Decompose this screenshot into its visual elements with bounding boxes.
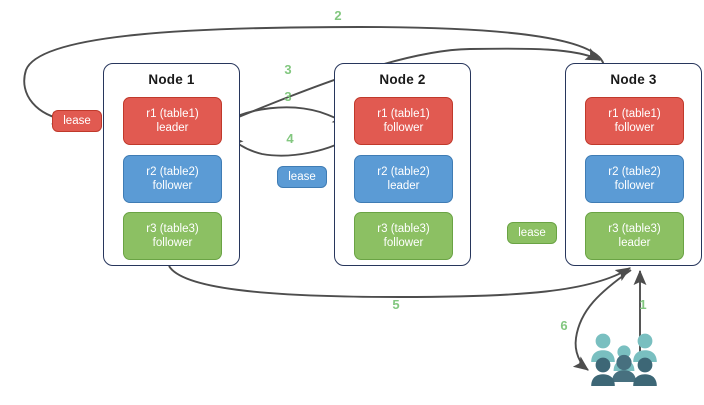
people-group-icon	[591, 333, 657, 386]
node-3-range-r1-role: follower	[614, 122, 655, 134]
node-1-title: Node 1	[148, 72, 195, 87]
node-1-range-r2-role: follower	[152, 180, 193, 192]
lease-badge-r2[interactable]: lease	[277, 166, 327, 188]
node-2-range-r2[interactable]: r2 (table2) leader	[354, 155, 453, 203]
edge-6	[572, 269, 632, 371]
node-1-range-r3-name: r3 (table3)	[146, 223, 199, 235]
step-label-6: 6	[560, 318, 568, 333]
node-2-range-r2-name: r2 (table2)	[377, 166, 430, 178]
lease-badge-r1[interactable]: lease	[52, 110, 102, 132]
node-3-range-r3-role: leader	[618, 237, 651, 249]
node-2-range-r1-role: follower	[383, 122, 424, 134]
node-1-range-r2-name: r2 (table2)	[146, 166, 199, 178]
node-2-title: Node 2	[379, 72, 426, 87]
node-1-range-r3-role: follower	[152, 237, 193, 249]
node-3-range-r1-name: r1 (table1)	[608, 108, 661, 120]
node-2-range-r1-name: r1 (table1)	[377, 108, 430, 120]
node-2-range-r3-name: r3 (table3)	[377, 223, 430, 235]
node-3-range-r3[interactable]: r3 (table3) leader	[585, 212, 684, 260]
step-label-2: 2	[334, 8, 342, 23]
step-label-1: 1	[639, 297, 647, 312]
node-3-title: Node 3	[610, 72, 657, 87]
node-3-range-r1[interactable]: r1 (table1) follower	[585, 97, 684, 145]
node-3-range-r2-name: r2 (table2)	[608, 166, 661, 178]
node-1-range-r2[interactable]: r2 (table2) follower	[123, 155, 222, 203]
node-3-range-r2[interactable]: r2 (table2) follower	[585, 155, 684, 203]
edge-5	[168, 265, 631, 298]
node-3-range-r2-role: follower	[614, 180, 655, 192]
node-1-range-r1[interactable]: r1 (table1) leader	[123, 97, 222, 145]
edge-2	[23, 26, 605, 125]
edge-3-upper	[218, 47, 602, 126]
node-2-range-r1[interactable]: r1 (table1) follower	[354, 97, 453, 145]
node-1[interactable]: Node 1 r1 (table1) leader r2 (table2) fo…	[103, 63, 240, 266]
step-label-3b: 3	[284, 89, 292, 104]
node-1-range-r1-name: r1 (table1)	[146, 108, 199, 120]
step-label-3a: 3	[284, 62, 292, 77]
node-2-range-r2-role: leader	[387, 180, 420, 192]
lease-badge-r3[interactable]: lease	[507, 222, 557, 244]
node-2[interactable]: Node 2 r1 (table1) follower r2 (table2) …	[334, 63, 471, 266]
node-2-range-r3-role: follower	[383, 237, 424, 249]
node-3[interactable]: Node 3 r1 (table1) follower r2 (table2) …	[565, 63, 702, 266]
step-label-4: 4	[286, 131, 294, 146]
node-1-range-r3[interactable]: r3 (table3) follower	[123, 212, 222, 260]
node-1-range-r1-role: leader	[156, 122, 189, 134]
step-label-5: 5	[392, 297, 400, 312]
node-3-range-r3-name: r3 (table3)	[608, 223, 661, 235]
node-2-range-r3[interactable]: r3 (table3) follower	[354, 212, 453, 260]
